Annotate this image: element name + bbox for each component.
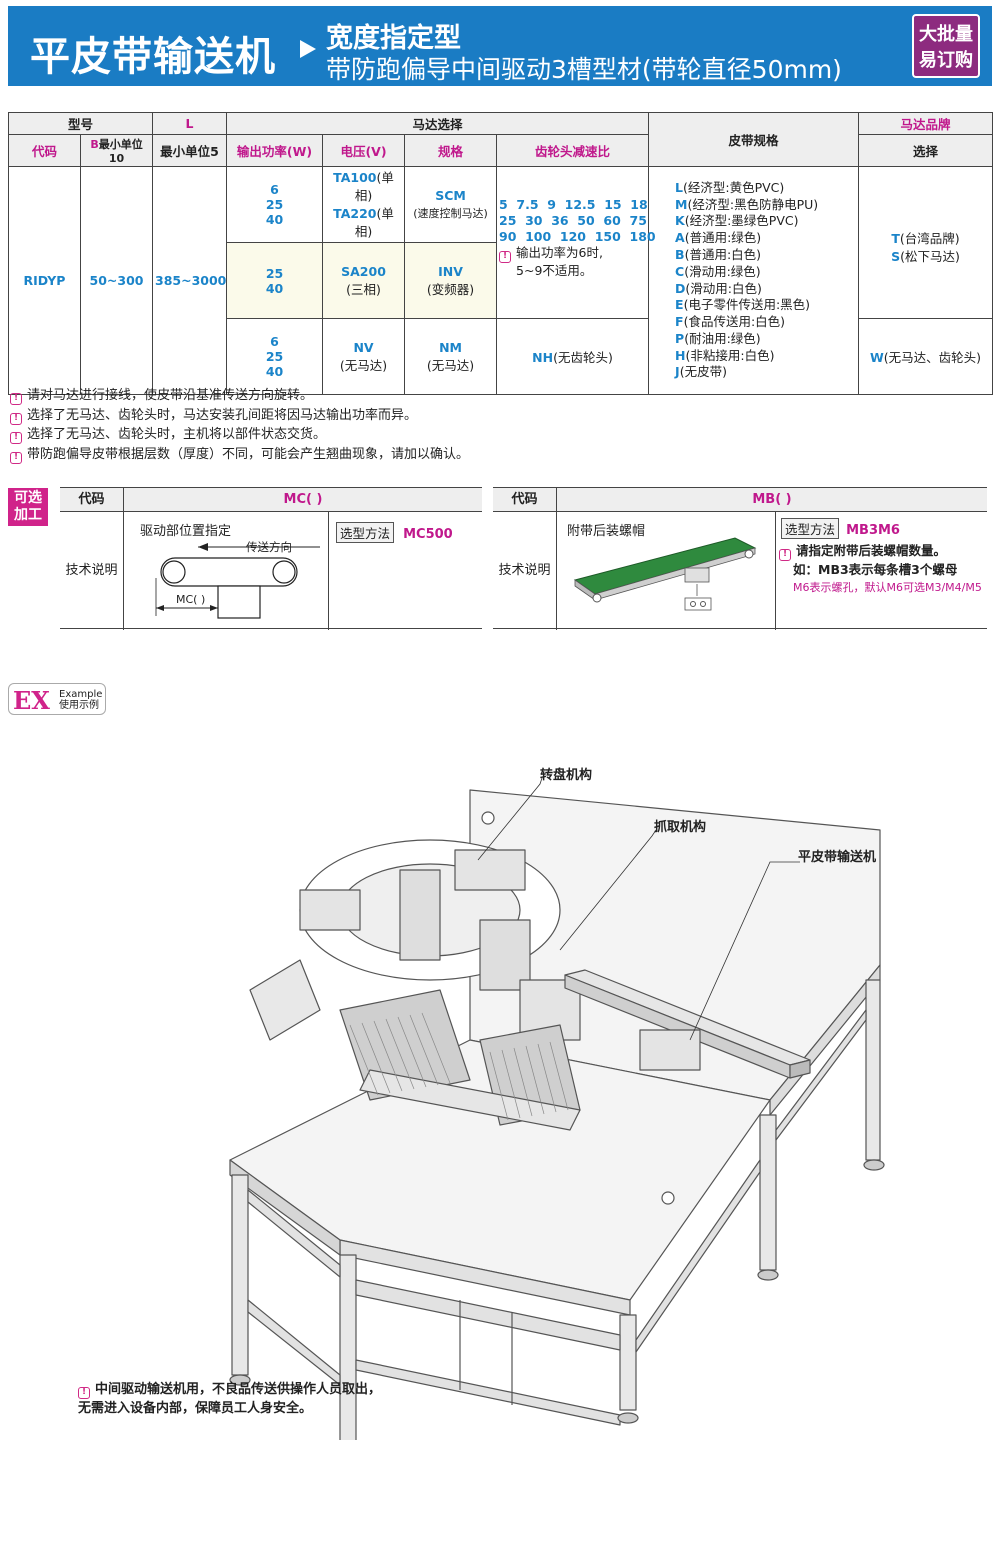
machine-illustration [229, 777, 885, 1440]
spec-option-2: INV (变频器) [404, 242, 498, 319]
mc-title: 驱动部位置指定 [140, 524, 232, 539]
table-row: 6 25 40 NV (无马达) NM (无马达) NH(无齿轮头) W(无马达… [9, 318, 994, 395]
conveyor-with-nuts-diagram [573, 537, 757, 611]
usage-note: !中间驱动输送机用，不良品传送供操作人员取出， 无需进入设备内部，保障员工人身安… [78, 1382, 382, 1416]
warning-mark-icon: ! [499, 251, 512, 263]
table-subheader-row: 代码 B最小单位10 最小单位5 输出功率(W) 电压(V) 规格 齿轮头减速比… [8, 134, 994, 167]
drive-position-diagram [155, 543, 320, 619]
option-mc-panel: 代码 MC( ) 技术说明 驱动部位置指定 传送方向 MC( ) 选型方法 MC… [60, 487, 482, 630]
header-model: 型号 [7, 112, 154, 135]
label-flat-belt-conveyor: 平皮带输送机 [798, 850, 877, 865]
mb-select-method: 选型方法 MB3M6 [781, 518, 900, 539]
spec-table: 型号 L 马达选择 皮带规格 马达品牌 代码 B最小单位10 最小单位5 输出功… [7, 112, 994, 395]
spec-option-3: NM (无马达) [404, 318, 498, 395]
header-brand-select: 选择 [858, 134, 994, 167]
table-header-row: 型号 L 马达选择 皮带规格 马达品牌 [7, 112, 994, 167]
belt-options: L(经济型:黄色PVC) M(经济型:黑色防静电PU) K(经济型:墨绿色PVC… [648, 166, 860, 395]
page-title: 平皮带输送机 [30, 34, 276, 80]
arrow-right-icon [300, 40, 316, 58]
example-logo: EX [13, 686, 50, 715]
b-range: 50~300 [79, 166, 154, 395]
power-options-3: 6 25 40 [226, 318, 324, 395]
model-code: RIDYP [8, 166, 81, 395]
power-options-1: 6 25 40 [226, 166, 324, 243]
header-L-unit: 最小单位5 [152, 134, 228, 167]
option-mb-panel: 代码 MB( ) 技术说明 附带后装螺帽 选型方法 MB3M6 !请指定附带后装… [493, 487, 987, 630]
header-code: 代码 [8, 134, 81, 167]
mb-title: 附带后装螺帽 [567, 524, 646, 539]
note-item: !选择了无马达、齿轮头时，马达安装孔间距将因马达输出功率而异。 [10, 406, 469, 426]
example-badge: EX Example 使用示例 [8, 683, 106, 715]
table-row: RIDYP 50~300 385~3000 6 25 40 TA100(单相) … [8, 166, 994, 395]
ratio-option-3: NH(无齿轮头) [496, 318, 650, 395]
option-code-label: 代码 [60, 488, 124, 512]
option-code-label: 代码 [493, 488, 557, 512]
notes-list: !请对马达进行接线，使皮带沿基准传送方向旋转。 !选择了无马达、齿轮头时，马达安… [10, 386, 469, 464]
header-B: B最小单位10 [79, 134, 154, 167]
header-motor: 马达选择 [226, 112, 650, 135]
option-desc-label: 技术说明 [60, 512, 124, 630]
warning-mark-icon: ! [10, 393, 22, 405]
warning-mark-icon: ! [10, 412, 22, 425]
label-turntable: 转盘机构 [540, 768, 593, 783]
option-mc-code: MC( ) [283, 492, 323, 507]
mc-select-method: 选型方法 MC500 [336, 522, 453, 543]
l-range: 385~3000 [152, 166, 228, 395]
spec-option-1: SCM (速度控制马达) [404, 166, 498, 243]
note-item: !选择了无马达、齿轮头时，主机将以部件状态交货。 [10, 425, 469, 445]
header-L: L [152, 112, 228, 135]
page-header: 平皮带输送机 宽度指定型 带防跑偏导中间驱动3槽型材(带轮直径50mm) 大批量… [8, 6, 992, 86]
page-subtitle-detail: 带防跑偏导中间驱动3槽型材(带轮直径50mm) [326, 55, 842, 84]
voltage-option-2: SA200 (三相) [322, 242, 406, 319]
voltage-options-1: TA100(单相) TA220(单相) [322, 166, 406, 243]
warning-mark-icon: ! [10, 451, 22, 464]
option-desc-label: 技术说明 [493, 512, 557, 630]
option-mb-code: MB( ) [752, 492, 792, 507]
warning-mark-icon: ! [779, 549, 791, 561]
header-power: 输出功率(W) [226, 134, 324, 167]
header-voltage: 电压(V) [322, 134, 406, 167]
ratio-options: 5 7.5 9 12.5 15 18 25 30 36 50 60 75 90 … [496, 166, 656, 319]
warning-mark-icon: ! [10, 432, 22, 444]
note-item: !请对马达进行接线，使皮带沿基准传送方向旋转。 [10, 386, 469, 406]
mc-dim-label: MC( ) [176, 593, 206, 606]
direction-label: 传送方向 [246, 540, 292, 554]
voltage-option-3: NV (无马达) [322, 318, 406, 395]
warning-mark-icon: ! [78, 1387, 90, 1399]
power-options-2: 25 40 [226, 242, 324, 319]
label-grab-mechanism: 抓取机构 [654, 820, 707, 835]
header-brand: 马达品牌 [858, 112, 994, 135]
note-item: !带防跑偏导皮带根据层数（厚度）不同，可能会产生翘曲现象，请加以确认。 [10, 445, 469, 465]
page-subtitle: 宽度指定型 [326, 23, 461, 54]
header-ratio: 齿轮头减速比 [496, 134, 650, 167]
mb-notes: !请指定附带后装螺帽数量。 如：MB3表示每条槽3个螺母 M6表示螺孔，默认M6… [779, 542, 982, 597]
brand-option-3: W(无马达、齿轮头) [858, 318, 994, 395]
header-spec: 规格 [404, 134, 498, 167]
optional-processing-tag: 可选 加工 [8, 488, 48, 526]
header-belt: 皮带规格 [648, 112, 860, 167]
brand-options: T(台湾品牌) S(松下马达) [858, 166, 994, 319]
bulk-order-badge: 大批量 易订购 [912, 14, 980, 78]
